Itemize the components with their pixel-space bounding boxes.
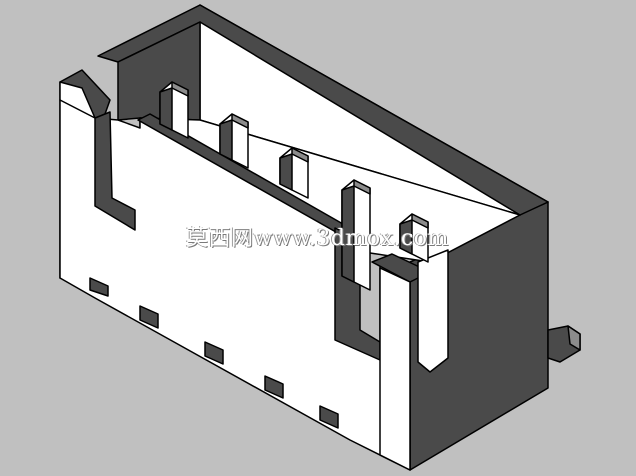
- bottom-notch: [264, 375, 284, 399]
- right-tab-slot: [417, 249, 449, 373]
- pin: [399, 213, 429, 263]
- pin: [159, 81, 189, 139]
- bottom-notch: [139, 305, 159, 329]
- bottom-notches: [89, 277, 339, 429]
- pin: [219, 113, 249, 169]
- bottom-notch: [89, 277, 109, 297]
- bottom-notch: [319, 405, 339, 429]
- bottom-notch: [204, 341, 224, 365]
- left-latch-slot: [94, 111, 136, 231]
- pin: [341, 179, 371, 291]
- side-pin-tip: [567, 325, 581, 351]
- watermark-text: 莫西网www.3dmox.com: [186, 226, 449, 251]
- pin: [279, 147, 309, 199]
- right-tab-front: [379, 267, 411, 471]
